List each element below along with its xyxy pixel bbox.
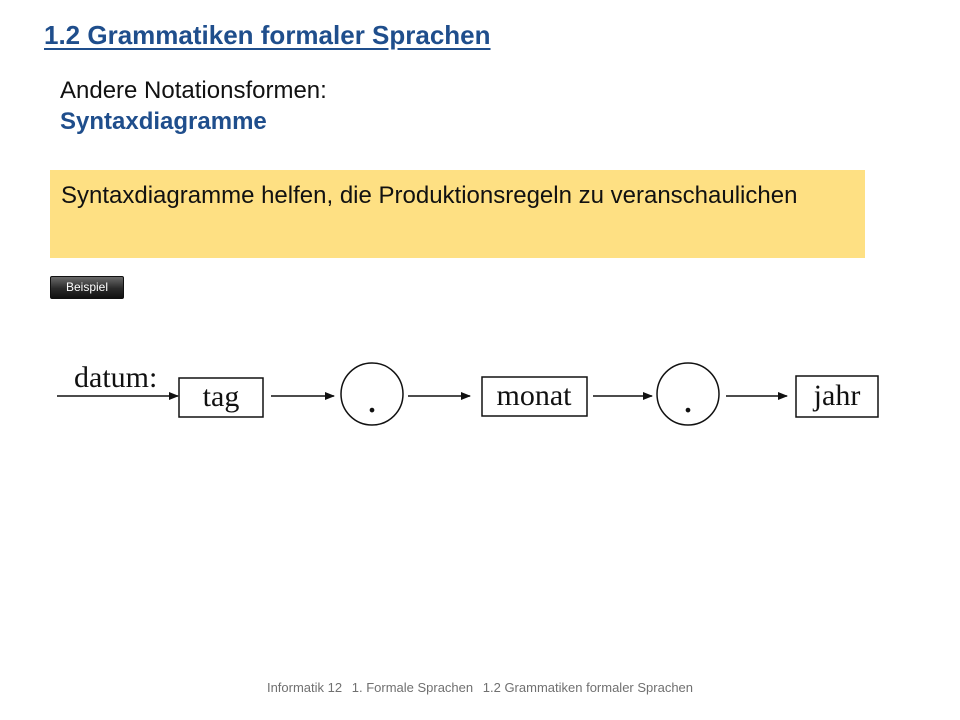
terminal-label-dot: . xyxy=(683,376,693,421)
terminal-label-dot: . xyxy=(367,376,377,421)
nonterminal-box-jahr xyxy=(795,375,879,418)
footer-chapter: 1. Formale Sprachen xyxy=(351,680,474,695)
footer: Informatik 12 1. Formale Sprachen 1.2 Gr… xyxy=(0,680,960,695)
example-button[interactable]: Beispiel xyxy=(50,276,124,299)
subtitle-line: Andere Notationsformen: xyxy=(60,77,327,104)
callout-box: Syntaxdiagramme helfen, die Produktionsr… xyxy=(50,170,865,258)
subtitle: Andere Notationsformen: Syntaxdiagramme xyxy=(60,75,327,137)
nonterminal-box-monat xyxy=(481,376,588,417)
nonterminal-label-tag: tag xyxy=(203,380,240,413)
nonterminal-label-jahr: jahr xyxy=(813,379,861,412)
slide-title: 1.2 Grammatiken formaler Sprachen xyxy=(44,20,491,50)
syntax-diagram: datum: tag . monat . jahr xyxy=(57,361,879,426)
rule-label: datum: xyxy=(74,361,157,394)
nonterminal-label-monat: monat xyxy=(497,379,573,412)
footer-course: Informatik 12 xyxy=(266,680,343,695)
terminal-circle-dot xyxy=(656,362,720,426)
footer-section: 1.2 Grammatiken formaler Sprachen xyxy=(482,680,694,695)
subtitle-accent: Syntaxdiagramme xyxy=(60,108,267,135)
nonterminal-box-tag xyxy=(178,377,264,418)
terminal-circle-dot xyxy=(340,362,404,426)
